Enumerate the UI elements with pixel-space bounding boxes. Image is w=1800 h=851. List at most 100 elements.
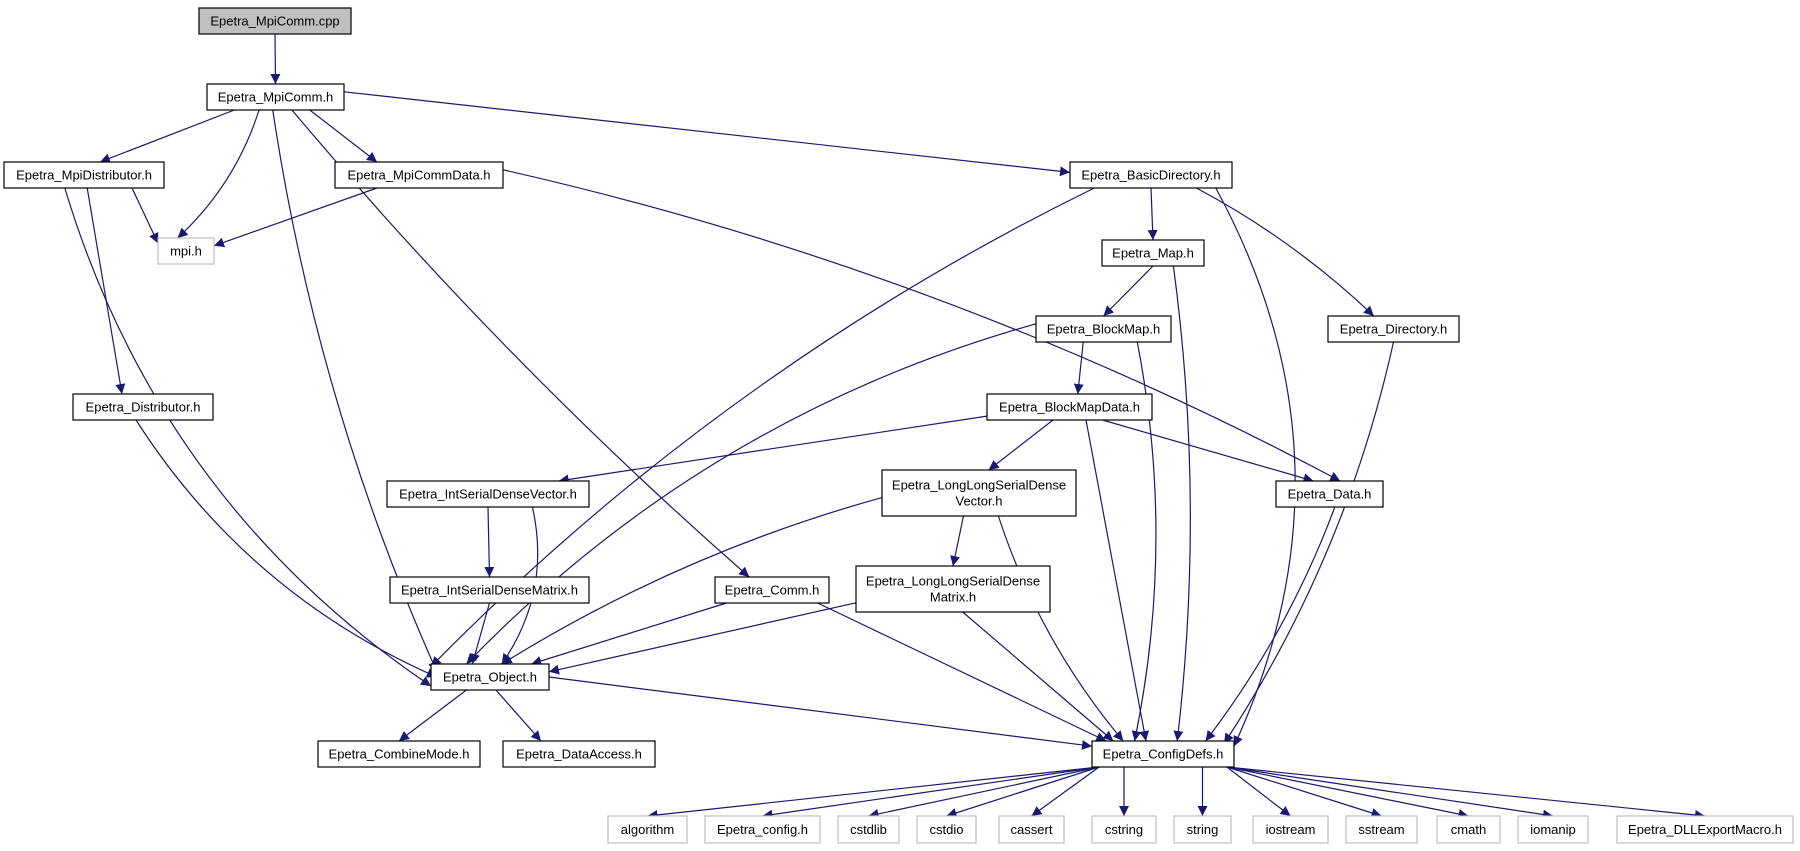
- edge-mpicomm-cpp-to-mpicomm-h: [270, 33, 281, 85]
- edge-mpicomm-h-to-mpi-h: [177, 109, 260, 239]
- node-label: string: [1187, 822, 1219, 837]
- node-dataaccess-h[interactable]: Epetra_DataAccess.h: [502, 740, 656, 768]
- edge-data-h-to-configdefs-h: [1205, 506, 1336, 742]
- node-box: [1436, 815, 1501, 844]
- edge-longlongserialdensevector-h-to-configdefs-h: [997, 515, 1124, 742]
- node-blockmap-h[interactable]: Epetra_BlockMap.h: [1035, 315, 1172, 343]
- edge-basicdirectory-h-to-configdefs-h: [1215, 187, 1296, 747]
- node-sstream[interactable]: sstream: [1345, 815, 1418, 844]
- node-box: [1173, 815, 1232, 844]
- node-label: Epetra_IntSerialDenseMatrix.h: [401, 583, 578, 598]
- node-label: Epetra_ConfigDefs.h: [1103, 747, 1224, 762]
- node-label: Epetra_DLLExportMacro.h: [1628, 822, 1782, 837]
- node-cassert[interactable]: cassert: [998, 815, 1065, 844]
- node-box: [1616, 815, 1794, 844]
- node-mpicomm-h[interactable]: Epetra_MpiComm.h: [206, 83, 345, 111]
- node-configdefs-h[interactable]: Epetra_ConfigDefs.h: [1091, 740, 1235, 768]
- edge-blockmap-h-to-blockmapdata-h: [1073, 341, 1084, 395]
- edge-configdefs-h-to-cstdlib: [868, 766, 1100, 819]
- node-label: Epetra_Object.h: [443, 670, 537, 685]
- edge-comm-h-to-configdefs-h: [817, 602, 1107, 742]
- edge-mpicomm-h-to-basicdirectory-h: [343, 91, 1071, 177]
- node-label: Epetra_MpiDistributor.h: [16, 168, 152, 183]
- edge-mpicomm-h-to-mpicommdata-h: [309, 109, 378, 163]
- edge-configdefs-h-to-iostream: [1226, 766, 1291, 817]
- node-data-h[interactable]: Epetra_Data.h: [1275, 480, 1384, 508]
- node-label: Epetra_Map.h: [1112, 246, 1194, 261]
- edge-mpidistributor-h-to-mpi-h: [131, 187, 159, 244]
- edge-mpidistributor-h-to-distributor-h: [86, 187, 126, 395]
- edge-configdefs-h-to-epetra-config-h: [762, 766, 1100, 820]
- node-distributor-h[interactable]: Epetra_Distributor.h: [72, 393, 214, 421]
- edge-object-h-to-dataaccess-h: [495, 689, 542, 742]
- node-box: [317, 740, 481, 768]
- node-cmath[interactable]: cmath: [1436, 815, 1501, 844]
- node-iomanip[interactable]: iomanip: [1517, 815, 1589, 844]
- node-box: [704, 815, 821, 844]
- edge-configdefs-h-to-algorithm: [647, 766, 1100, 820]
- node-dllexportmacro-h[interactable]: Epetra_DLLExportMacro.h: [1616, 815, 1794, 844]
- node-label: iomanip: [1530, 822, 1576, 837]
- node-box: [3, 161, 165, 189]
- edge-mpicomm-h-to-mpidistributor-h: [99, 109, 235, 164]
- node-box: [157, 237, 215, 265]
- node-blockmapdata-h[interactable]: Epetra_BlockMapData.h: [986, 393, 1153, 421]
- edge-longlongserialdensematrix-h-to-configdefs-h: [962, 611, 1114, 742]
- node-label: cmath: [1451, 822, 1486, 837]
- node-box: [1091, 740, 1235, 768]
- node-cstring[interactable]: cstring: [1091, 815, 1157, 844]
- node-label: cassert: [1011, 822, 1053, 837]
- node-intserialdensevector-h[interactable]: Epetra_IntSerialDenseVector.h: [386, 480, 590, 508]
- node-box: [1035, 315, 1172, 343]
- edge-object-h-to-configdefs-h: [548, 676, 1093, 750]
- edge-basicdirectory-h-to-directory-h: [1196, 187, 1375, 317]
- edge-comm-h-to-object-h: [531, 602, 727, 666]
- node-label: Epetra_Comm.h: [725, 583, 820, 598]
- edge-blockmapdata-h-to-longlongserialdensevector-h: [988, 419, 1054, 471]
- node-mpicomm-cpp[interactable]: Epetra_MpiComm.cpp: [198, 7, 352, 35]
- node-intserialdensematrix-h[interactable]: Epetra_IntSerialDenseMatrix.h: [389, 576, 590, 604]
- node-comm-h[interactable]: Epetra_Comm.h: [714, 576, 830, 604]
- edge-map-h-to-configdefs-h: [1172, 265, 1191, 742]
- edge-object-h-to-combinemode-h: [398, 689, 467, 742]
- node-map-h[interactable]: Epetra_Map.h: [1101, 239, 1205, 267]
- edge-configdefs-h-to-iomanip: [1226, 766, 1554, 820]
- node-label: sstream: [1358, 822, 1404, 837]
- node-label: algorithm: [621, 822, 674, 837]
- node-box: [389, 576, 590, 604]
- edge-mpidistributor-h-to-object-h: [64, 187, 432, 687]
- node-label: Epetra_MpiCommData.h: [347, 168, 490, 183]
- node-directory-h[interactable]: Epetra_Directory.h: [1327, 315, 1460, 343]
- node-box: [206, 83, 345, 111]
- node-box: [1101, 239, 1205, 267]
- node-mpicommdata-h[interactable]: Epetra_MpiCommData.h: [334, 161, 504, 189]
- edge-directory-h-to-configdefs-h: [1223, 341, 1395, 744]
- node-object-h[interactable]: Epetra_Object.h: [430, 663, 550, 691]
- node-box: [1345, 815, 1418, 844]
- node-iostream[interactable]: iostream: [1252, 815, 1329, 844]
- node-mpi-h[interactable]: mpi.h: [157, 237, 215, 265]
- node-label: Epetra_MpiComm.h: [218, 90, 334, 105]
- node-label: Epetra_LongLongSerialDense: [892, 478, 1066, 493]
- node-label: Epetra_Data.h: [1288, 487, 1372, 502]
- node-label: Epetra_DataAccess.h: [516, 747, 642, 762]
- node-label: Epetra_IntSerialDenseVector.h: [399, 487, 577, 502]
- node-label: Matrix.h: [930, 590, 976, 605]
- node-box: [1069, 161, 1233, 189]
- edge-mpicommdata-h-to-mpi-h: [213, 187, 378, 248]
- node-string[interactable]: string: [1173, 815, 1232, 844]
- node-cstdlib[interactable]: cstdlib: [837, 815, 900, 844]
- node-cstdio[interactable]: cstdio: [916, 815, 977, 844]
- edge-configdefs-h-to-cassert: [1031, 766, 1100, 817]
- node-box: [1275, 480, 1384, 508]
- node-basicdirectory-h[interactable]: Epetra_BasicDirectory.h: [1069, 161, 1233, 189]
- node-combinemode-h[interactable]: Epetra_CombineMode.h: [317, 740, 481, 768]
- node-box: [72, 393, 214, 421]
- node-algorithm[interactable]: algorithm: [607, 815, 688, 844]
- edge-configdefs-h-to-cstdio: [946, 766, 1100, 818]
- node-box: [607, 815, 688, 844]
- node-mpidistributor-h[interactable]: Epetra_MpiDistributor.h: [3, 161, 165, 189]
- node-epetra-config-h[interactable]: Epetra_config.h: [704, 815, 821, 844]
